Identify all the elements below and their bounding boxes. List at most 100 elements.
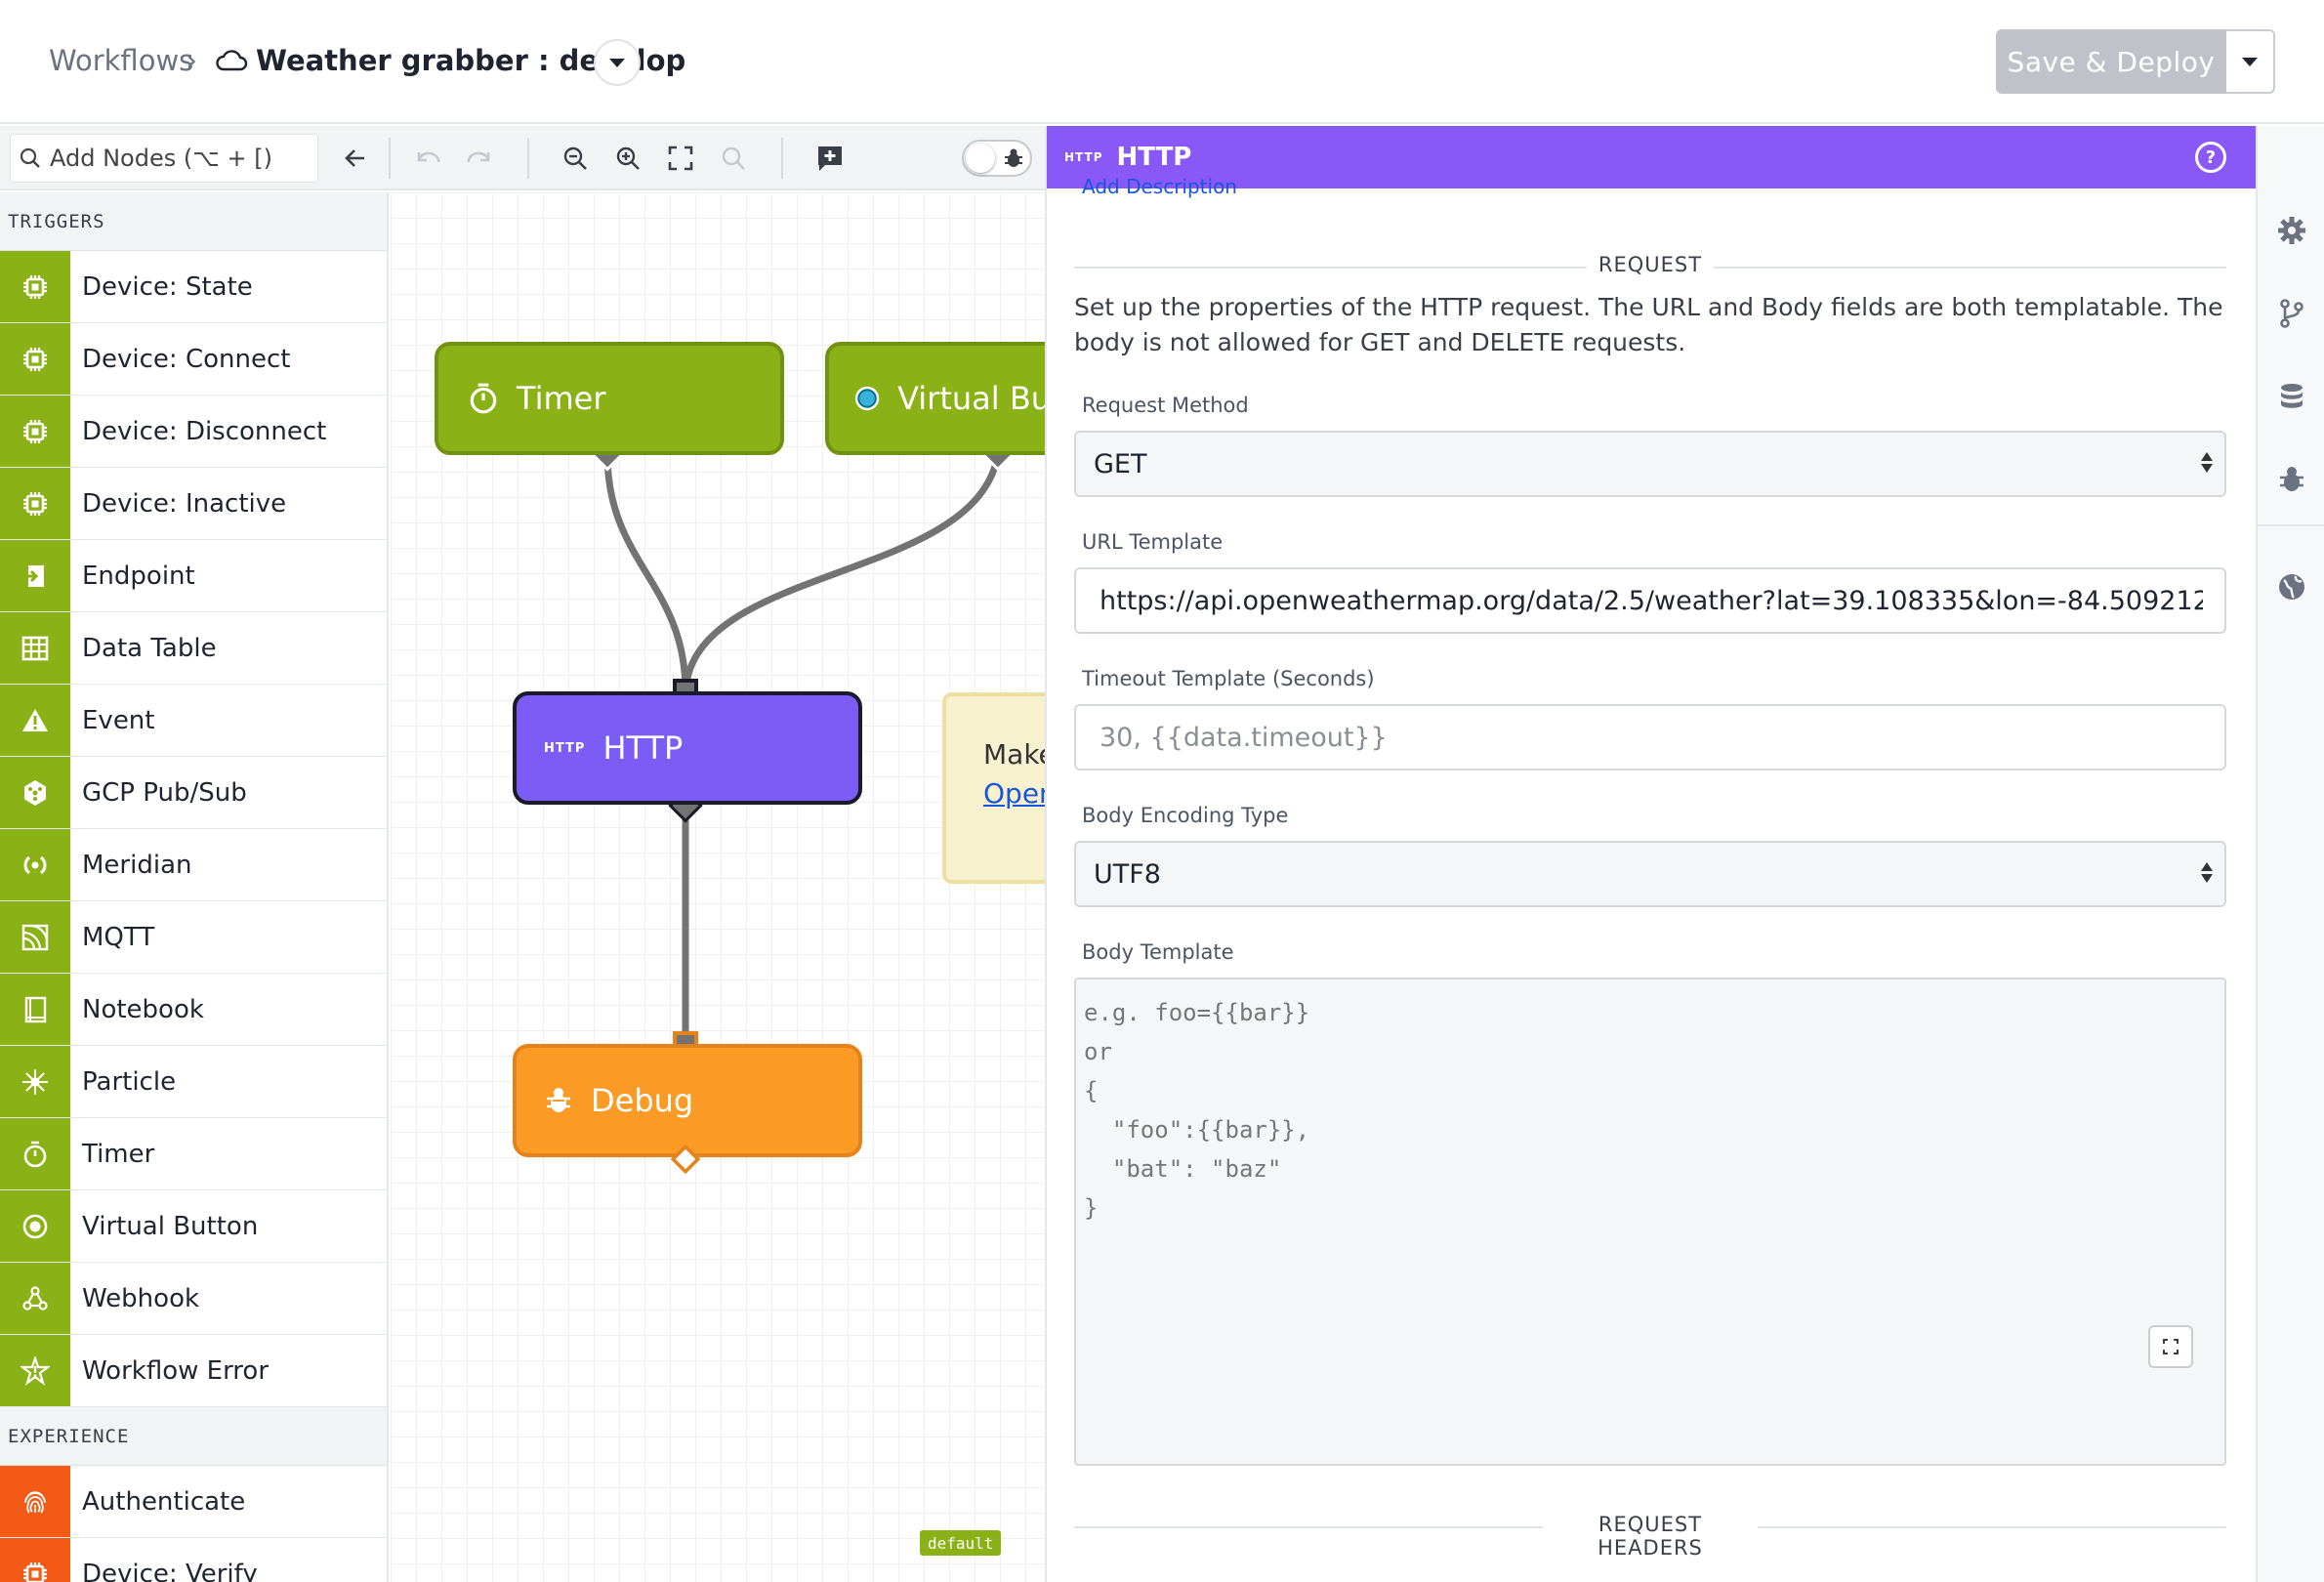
section-request-headers: REQUEST HEADERS — [1074, 1507, 2226, 1560]
palette-item-device-disconnect[interactable]: Device: Disconnect — [0, 396, 387, 468]
note-link[interactable]: OpenWeatherMap — [983, 777, 1045, 810]
palette-item-label: GCP Pub/Sub — [82, 777, 247, 808]
save-deploy-dropdown-button[interactable] — [2226, 29, 2275, 94]
note-card[interactable]: Make OpenWeatherMap — [942, 692, 1045, 884]
palette-item-notebook[interactable]: Notebook — [0, 974, 387, 1046]
request-method-select[interactable]: GET — [1074, 431, 2226, 497]
git-branch-icon — [2280, 299, 2303, 328]
zoom-in-button[interactable] — [607, 138, 648, 179]
storage-button[interactable] — [2275, 380, 2308, 413]
palette-item-device-state[interactable]: Device: State — [0, 251, 387, 323]
palette-item-label: Data Table — [82, 633, 217, 663]
section-title: REQUEST — [1598, 253, 1703, 276]
notebook-icon — [0, 974, 70, 1045]
rail-divider — [2258, 524, 2324, 526]
node-debug[interactable]: Debug — [513, 1044, 862, 1157]
palette-item-mqtt[interactable]: MQTT — [0, 901, 387, 974]
properties-panel: HTTP HTTP ? Add Description REQUEST Set … — [1045, 126, 2256, 1582]
palette-item-endpoint[interactable]: Endpoint — [0, 540, 387, 612]
palette-item-timer[interactable]: Timer — [0, 1118, 387, 1190]
node-virtual-button[interactable]: Virtual Button — [825, 342, 1045, 455]
body-encoding-label: Body Encoding Type — [1082, 804, 1289, 827]
database-icon — [2281, 384, 2303, 408]
bug-icon — [1005, 148, 1022, 167]
chevron-down-icon — [2242, 57, 2258, 66]
expand-arrows-icon — [668, 146, 693, 171]
chip-icon — [0, 468, 70, 539]
palette-item-label: Timer — [82, 1139, 155, 1169]
add-note-button[interactable] — [809, 138, 851, 179]
palette-item-data-table[interactable]: Data Table — [0, 612, 387, 685]
palette-item-webhook[interactable]: Webhook — [0, 1263, 387, 1335]
save-deploy-button[interactable]: Save & Deploy — [1996, 29, 2226, 94]
versions-button[interactable] — [2275, 297, 2308, 330]
debug-panel-button[interactable] — [2275, 463, 2308, 496]
placeholder-line: or — [1084, 1038, 1112, 1065]
placeholder-line: } — [1084, 1194, 1099, 1222]
fullscreen-icon — [2163, 1339, 2179, 1354]
palette-item-device-inactive[interactable]: Device: Inactive — [0, 468, 387, 540]
workflow-canvas[interactable]: Timer Virtual Button HTTP HTTP Debug Mak… — [391, 192, 1045, 1582]
add-nodes-search[interactable] — [10, 134, 318, 183]
edge-vbtn-to-http[interactable] — [682, 453, 1002, 692]
debug-mode-toggle[interactable] — [962, 140, 1032, 177]
add-nodes-input[interactable] — [50, 145, 304, 172]
bug-icon — [2280, 467, 2303, 491]
palette-item-label: Device: Inactive — [82, 488, 287, 519]
url-template-input[interactable] — [1100, 585, 2203, 616]
palette-item-event[interactable]: Event — [0, 685, 387, 757]
debug-output-port[interactable] — [671, 1145, 700, 1174]
breadcrumb-separator: › — [186, 43, 197, 78]
gear-icon — [2278, 217, 2305, 244]
body-template-editor[interactable]: e.g. foo={{bar}} or { "foo":{{bar}}, "ba… — [1074, 978, 2226, 1466]
zoom-reset-button[interactable] — [713, 138, 754, 179]
breadcrumb-workflows-link[interactable]: Workflows — [49, 44, 194, 77]
palette-item-virtual-button[interactable]: Virtual Button — [0, 1190, 387, 1263]
edge-timer-to-http[interactable] — [603, 453, 689, 692]
meridian-icon — [0, 829, 70, 900]
redo-icon — [467, 151, 490, 163]
section-request: REQUEST — [1074, 247, 2226, 286]
node-http[interactable]: HTTP HTTP — [513, 691, 862, 805]
palette-item-gcp-pubsub[interactable]: GCP Pub/Sub — [0, 757, 387, 829]
chip-icon — [0, 396, 70, 467]
palette-item-meridian[interactable]: Meridian — [0, 829, 387, 901]
expand-editor-button[interactable] — [2148, 1325, 2193, 1368]
palette-item-device-connect[interactable]: Device: Connect — [0, 323, 387, 396]
url-template-field[interactable] — [1074, 567, 2226, 634]
search-icon — [20, 147, 40, 168]
add-comment-icon — [818, 146, 842, 171]
radio-button-icon — [0, 1190, 70, 1262]
globals-button[interactable] — [2275, 570, 2308, 604]
settings-button[interactable] — [2275, 214, 2308, 247]
palette-item-particle[interactable]: Particle — [0, 1046, 387, 1118]
palette-item-device-verify[interactable]: Device: Verify — [0, 1538, 387, 1582]
node-palette: TRIGGERS Device: State Device: Connect D… — [0, 192, 389, 1582]
select-arrows-icon — [2201, 862, 2213, 883]
undo-button[interactable] — [407, 138, 448, 179]
top-header: Workflows › Weather grabber : develop Sa… — [0, 0, 2324, 124]
placeholder-line: e.g. foo={{bar}} — [1084, 999, 1310, 1026]
node-timer[interactable]: Timer — [435, 342, 784, 455]
palette-item-authenticate[interactable]: Authenticate — [0, 1466, 387, 1538]
palette-section-triggers: TRIGGERS — [0, 192, 387, 251]
help-icon[interactable]: ? — [2195, 142, 2226, 173]
palette-item-workflow-error[interactable]: Workflow Error — [0, 1335, 387, 1407]
fit-to-screen-button[interactable] — [660, 138, 701, 179]
body-encoding-select[interactable]: UTF8 — [1074, 841, 2226, 907]
toggle-knob — [966, 144, 995, 173]
timeout-template-field[interactable] — [1074, 704, 2226, 770]
error-star-icon — [0, 1335, 70, 1406]
properties-header: HTTP HTTP ? — [1047, 126, 2256, 188]
add-description-link[interactable]: Add Description — [1082, 175, 1237, 198]
table-icon — [0, 612, 70, 684]
back-arrow-button[interactable] — [335, 138, 376, 179]
http-tag-icon: HTTP — [1064, 150, 1103, 164]
timeout-template-input[interactable] — [1100, 722, 2203, 753]
chip-icon — [0, 251, 70, 322]
workflow-menu-button[interactable] — [594, 39, 641, 86]
undo-icon — [417, 151, 440, 163]
zoom-out-button[interactable] — [555, 138, 596, 179]
cloud-icon — [215, 39, 248, 82]
redo-button[interactable] — [459, 138, 500, 179]
